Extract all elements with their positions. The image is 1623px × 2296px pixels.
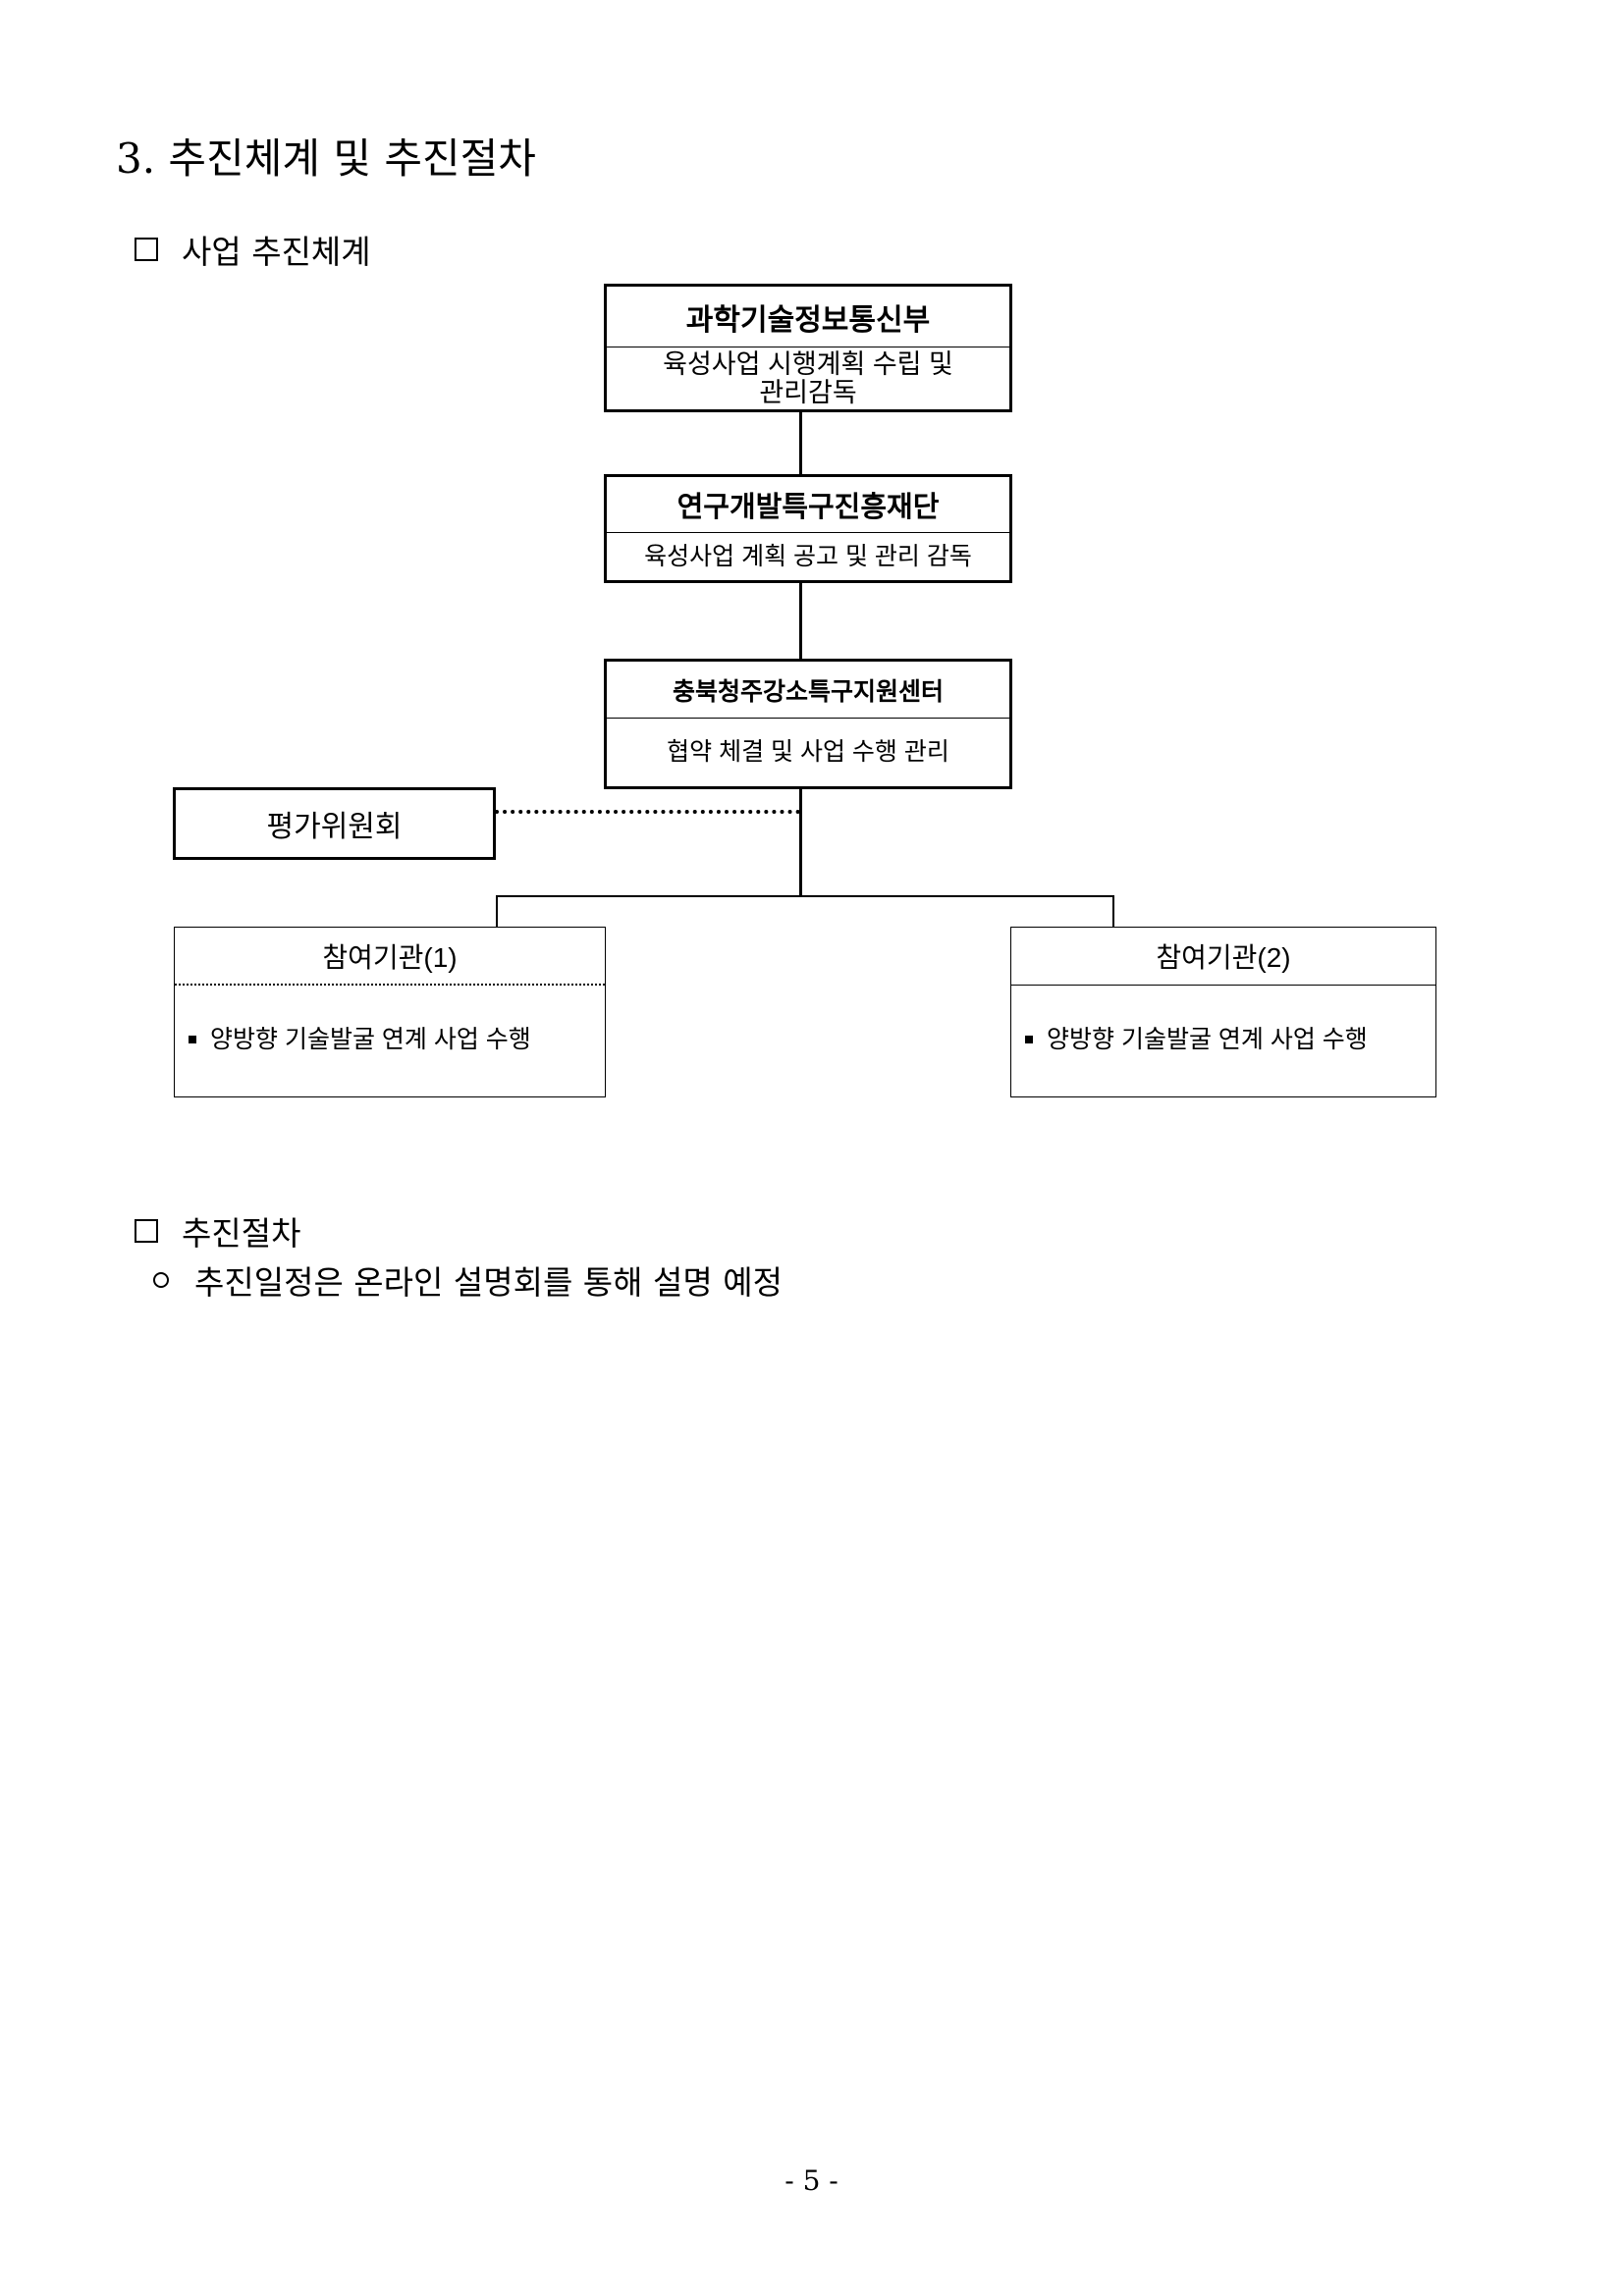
org-box-msit: 과학기술정보통신부 육성사업 시행계획 수립 및 관리감독 — [604, 284, 1012, 412]
connector-branch-right-drop — [1112, 895, 1114, 928]
org-box-task: 양방향 기술발굴 연계 사업 수행 — [175, 986, 605, 1094]
org-box-title: 과학기술정보통신부 — [607, 287, 1009, 347]
connector-foundation-center — [799, 582, 802, 660]
org-box-task-text: 양방향 기술발굴 연계 사업 수행 — [210, 1025, 531, 1053]
procedure-item-text: 추진일정은 온라인 설명회를 통해 설명 예정 — [194, 1263, 783, 1302]
org-box-task: 양방향 기술발굴 연계 사업 수행 — [1011, 986, 1435, 1094]
connector-branch-horizontal — [496, 895, 1114, 897]
org-box-title: 평가위원회 — [266, 811, 403, 843]
org-box-title: 참여기관(2) — [1011, 928, 1435, 986]
subheading-label: 추진절차 — [182, 1214, 301, 1253]
checkbox-square-icon — [135, 238, 158, 261]
org-box-committee: 평가위원회 — [173, 787, 496, 860]
subheading-org-structure: 사업 추진체계 — [135, 226, 371, 273]
org-box-role: 협약 체결 및 사업 수행 관리 — [667, 738, 949, 767]
org-box-foundation: 연구개발특구진흥재단 육성사업 계획 공고 및 관리 감독 — [604, 474, 1012, 583]
org-box-role-line2: 관리감독 — [759, 377, 857, 407]
org-box-title: 참여기관(1) — [175, 928, 605, 986]
org-box-center: 충북청주강소특구지원센터 협약 체결 및 사업 수행 관리 — [604, 659, 1012, 789]
page-number: - 5 - — [784, 2164, 839, 2197]
subheading-procedure: 추진절차 — [135, 1207, 300, 1255]
connector-center-branch — [799, 788, 802, 896]
org-box-title: 충북청주강소특구지원센터 — [607, 662, 1009, 719]
org-box-role-line1: 육성사업 시행계획 수립 및 — [663, 349, 953, 380]
org-box-partner-2: 참여기관(2) 양방향 기술발굴 연계 사업 수행 — [1010, 927, 1436, 1097]
circle-bullet-icon — [153, 1272, 169, 1288]
org-box-partner-1: 참여기관(1) 양방향 기술발굴 연계 사업 수행 — [174, 927, 606, 1097]
connector-committee-dotted — [495, 810, 800, 814]
org-box-role: 육성사업 계획 공고 및 관리 감독 — [644, 542, 972, 570]
org-box-title: 연구개발특구진흥재단 — [607, 477, 1009, 533]
connector-msit-foundation — [799, 411, 802, 475]
connector-branch-left-drop — [496, 895, 498, 928]
square-bullet-icon — [1025, 1036, 1033, 1043]
checkbox-square-icon — [135, 1219, 158, 1243]
section-title: 3. 추진체계 및 추진절차 — [116, 134, 536, 183]
subheading-label: 사업 추진체계 — [182, 233, 371, 271]
org-box-task-text: 양방향 기술발굴 연계 사업 수행 — [1047, 1025, 1368, 1053]
procedure-item: 추진일정은 온라인 설명회를 통해 설명 예정 — [153, 1256, 783, 1304]
square-bullet-icon — [189, 1036, 196, 1043]
org-box-role: 육성사업 시행계획 수립 및 관리감독 — [607, 347, 1009, 409]
